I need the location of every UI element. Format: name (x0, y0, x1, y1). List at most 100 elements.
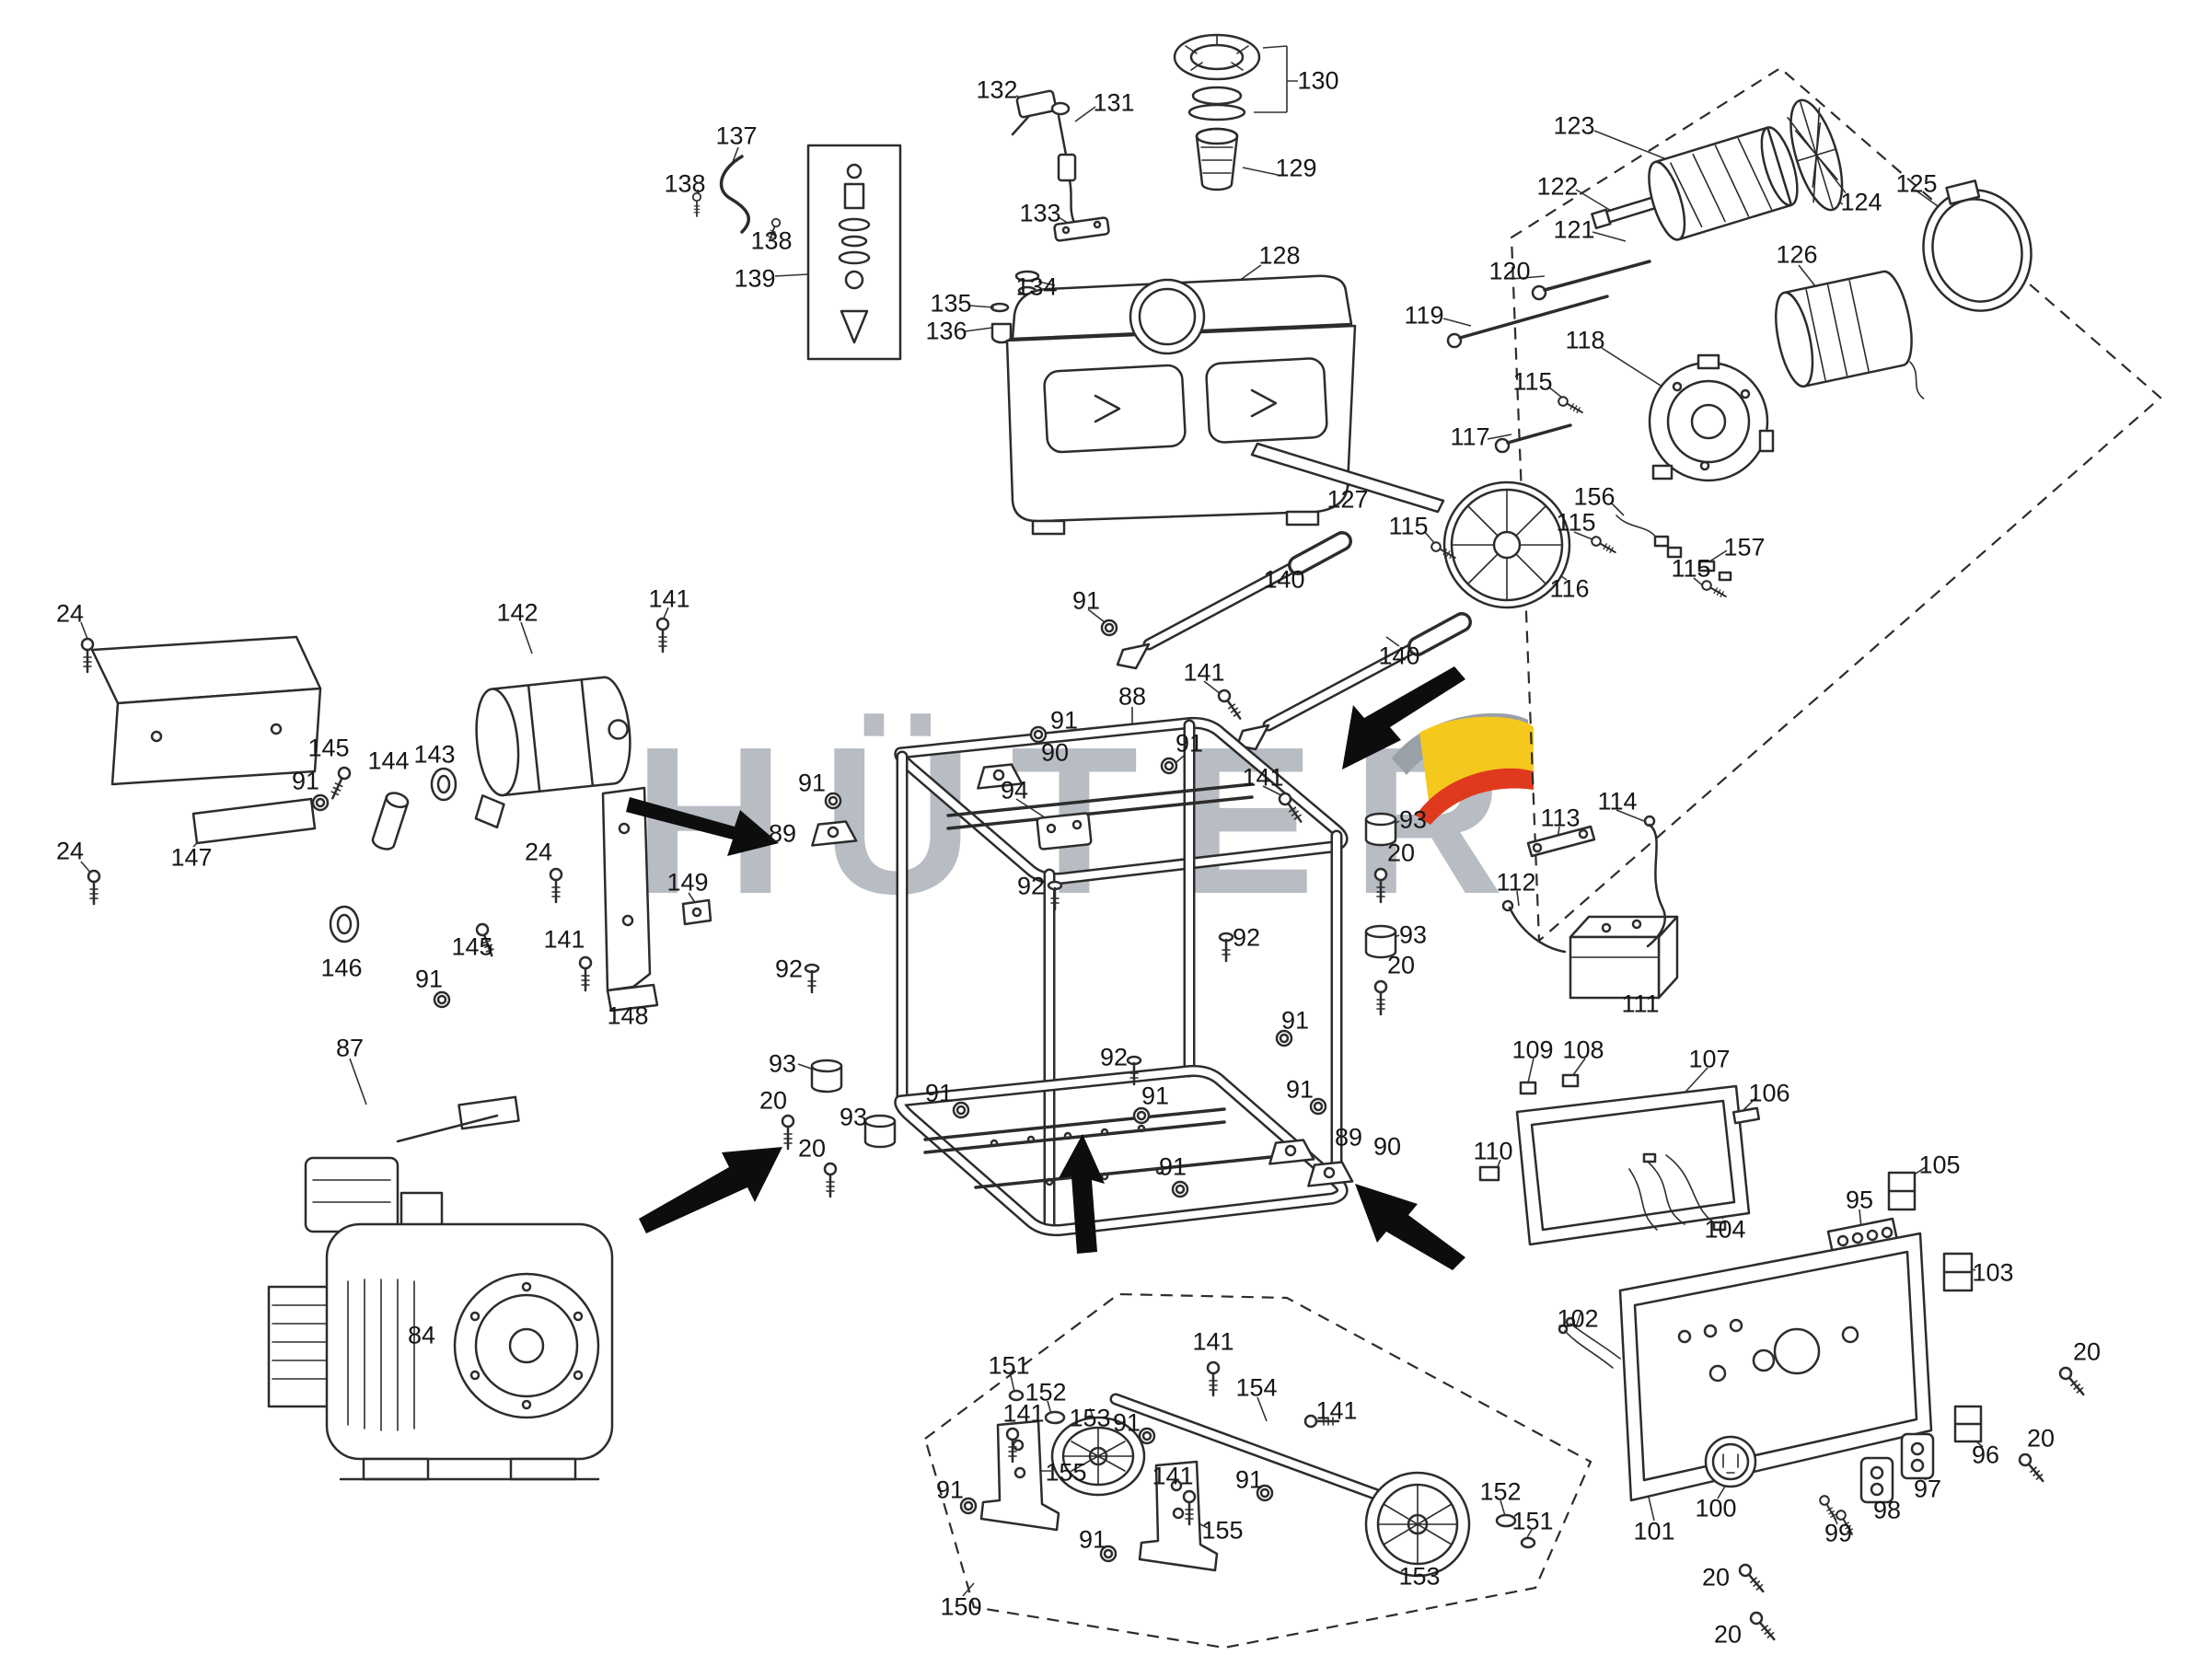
part-label: 155 (1045, 1458, 1087, 1487)
part-label: 92 (774, 955, 804, 983)
part-label: 91 (924, 1079, 954, 1107)
part-label: 134 (1015, 272, 1058, 301)
part-label: 20 (1386, 951, 1416, 979)
part-label: 99 (1824, 1519, 1853, 1547)
part-label: 90 (1372, 1132, 1402, 1161)
part-label: 129 (1275, 154, 1317, 182)
part-label: 91 (1112, 1408, 1141, 1437)
front-panel-group (1558, 1232, 1983, 1538)
part-label: 101 (1633, 1517, 1675, 1545)
part-label: 141 (1183, 658, 1225, 687)
part-label: 109 (1511, 1036, 1554, 1064)
part-label: 127 (1326, 485, 1369, 514)
part-label: 113 (1540, 804, 1581, 832)
engine-group (267, 1095, 614, 1481)
part-label: 120 (1488, 257, 1531, 285)
part-label: 153 (1398, 1562, 1441, 1591)
part-label: 140 (1263, 565, 1305, 594)
part-label: 114 (1597, 787, 1638, 816)
part-label: 92 (1099, 1043, 1129, 1071)
battery-group (1501, 815, 1679, 1000)
part-label: 91 (1285, 1075, 1314, 1104)
part-label: 92 (1232, 923, 1261, 952)
part-label: 91 (1078, 1525, 1107, 1554)
part-label: 95 (1845, 1186, 1874, 1214)
part-label: 94 (1000, 776, 1029, 804)
part-label: 141 (1315, 1396, 1358, 1425)
part-label: 118 (1565, 326, 1605, 354)
part-label: 116 (1549, 574, 1590, 603)
part-label: 140 (1378, 642, 1420, 670)
part-label: 145 (451, 932, 493, 961)
part-label: 91 (1158, 1152, 1187, 1181)
stator-group (1775, 270, 1925, 399)
frame-group (894, 717, 1349, 1236)
part-label: 138 (664, 169, 706, 198)
part-label: 141 (1152, 1462, 1194, 1490)
heat-shield-group (90, 635, 712, 1013)
part-label: 144 (367, 746, 410, 775)
part-label: 93 (768, 1049, 797, 1078)
part-label: 121 (1553, 215, 1595, 244)
part-label: 106 (1748, 1079, 1790, 1107)
part-label: 91 (1071, 586, 1101, 615)
part-label: 20 (797, 1134, 827, 1163)
part-label: 89 (1334, 1123, 1363, 1152)
part-label: 141 (543, 925, 585, 954)
part-label: 96 (1971, 1441, 2000, 1469)
fuel-tank-group (1005, 274, 1357, 536)
part-label: 115 (1671, 554, 1711, 583)
part-label: 93 (1398, 920, 1428, 949)
part-label: 105 (1918, 1151, 1961, 1179)
part-label: 91 (291, 767, 320, 795)
support-strip (1250, 442, 1445, 514)
brand-logo-icon (1392, 712, 1534, 825)
repair-kit-group (691, 144, 902, 361)
part-label: 91 (1234, 1465, 1264, 1494)
part-label: 142 (496, 598, 539, 627)
part-label: 84 (407, 1321, 436, 1349)
part-label: 97 (1913, 1475, 1942, 1503)
part-label: 147 (170, 843, 213, 872)
part-label: 156 (1573, 482, 1616, 511)
part-label: 93 (1398, 805, 1428, 834)
part-label: 139 (734, 264, 776, 293)
part-label: 103 (1972, 1258, 2014, 1287)
part-label: 24 (55, 837, 85, 865)
part-label: 141 (648, 584, 690, 613)
part-label: 152 (1025, 1378, 1067, 1406)
part-label: 20 (2072, 1337, 2102, 1366)
fuel-valve-group (990, 89, 1110, 344)
part-label: 115 (1388, 512, 1429, 540)
part-label: 20 (759, 1086, 788, 1115)
part-label: 20 (1701, 1563, 1731, 1591)
part-label: 89 (768, 819, 797, 848)
part-label: 91 (797, 769, 827, 797)
part-label: 91 (935, 1476, 965, 1504)
part-label: 153 (1069, 1404, 1111, 1432)
muffler-group (474, 676, 631, 829)
part-label: 115 (1512, 367, 1553, 396)
part-label: 146 (320, 954, 363, 982)
part-label: 130 (1297, 66, 1339, 95)
part-label: 141 (1242, 763, 1284, 792)
part-label: 138 (750, 226, 793, 255)
part-label: 135 (930, 289, 972, 318)
part-label: 117 (1450, 422, 1490, 451)
part-label: 112 (1496, 868, 1536, 897)
fuel-cap-group (1173, 33, 1261, 191)
direction-arrows (626, 666, 1465, 1270)
part-label: 122 (1536, 172, 1579, 201)
part-label: 107 (1688, 1045, 1731, 1073)
part-label: 125 (1895, 169, 1938, 198)
end-housing-group (1648, 353, 1775, 482)
part-label: 149 (666, 868, 709, 897)
handle-bars (1116, 531, 1472, 751)
part-label: 141 (1192, 1327, 1234, 1356)
part-label: 110 (1473, 1137, 1513, 1165)
part-label: 20 (2026, 1424, 2056, 1452)
part-label: 143 (413, 740, 456, 769)
part-label: 137 (715, 122, 758, 150)
